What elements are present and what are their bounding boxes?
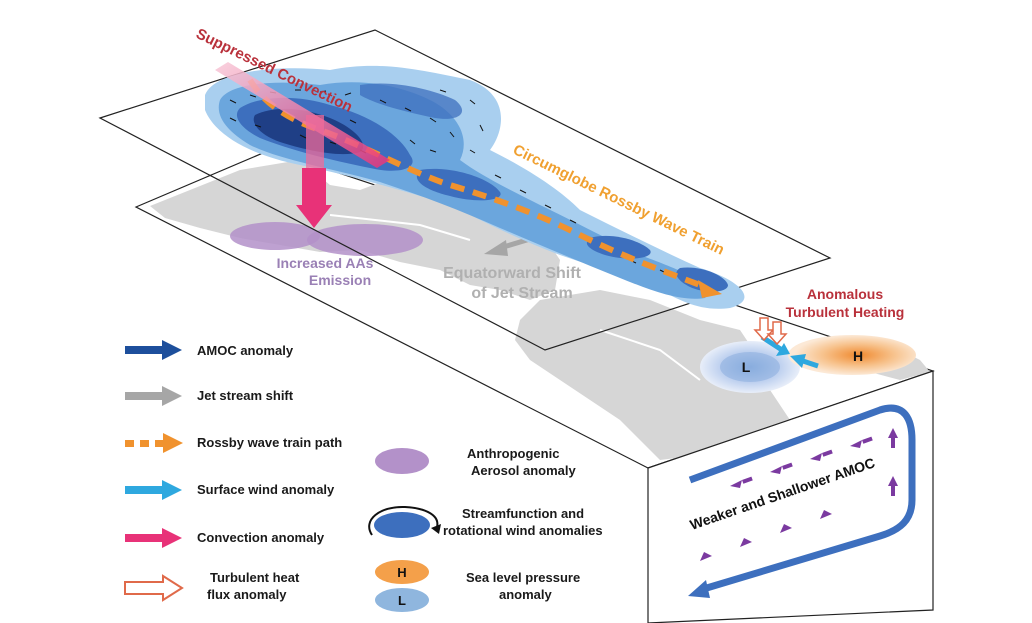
legend-h: H xyxy=(397,565,406,580)
rossby-wave-path xyxy=(247,78,722,298)
legend-rossby-swatch xyxy=(125,433,183,453)
legend-l: L xyxy=(398,593,406,608)
legend-surface-wind-swatch xyxy=(125,480,182,500)
legend-slp-line1: Sea level pressure xyxy=(466,570,580,585)
legend-h-swatch xyxy=(375,560,429,584)
label-aas-line2: Emission xyxy=(309,272,371,288)
legend-surface-wind: Surface wind anomaly xyxy=(197,482,335,497)
legend-turbulent-line2: flux anomaly xyxy=(207,587,287,602)
label-heating-line2: Turbulent Heating xyxy=(786,304,905,320)
legend-turbulent-swatch xyxy=(124,574,184,602)
legend-stream-swatch xyxy=(368,505,441,538)
amoc-box: Weaker and Shallower AMOC xyxy=(647,370,934,623)
convection-beam xyxy=(215,62,390,228)
turbulent-heat-arrows xyxy=(753,317,788,346)
legend-turbulent-line1: Turbulent heat xyxy=(210,570,300,585)
label-jet-line2: of Jet Stream xyxy=(471,285,572,302)
legend-aerosol-line2: Aerosol anomaly xyxy=(471,463,577,478)
legend-jet: Jet stream shift xyxy=(197,388,294,403)
label-jet-line1: Equatorward Shift xyxy=(443,265,581,282)
legend-slp-line2: anomaly xyxy=(499,587,553,602)
legend-stream-line2: rotational wind anomalies xyxy=(443,523,603,538)
high-pressure xyxy=(788,335,916,375)
legend-amoc-swatch xyxy=(125,340,182,360)
upper-plane xyxy=(98,29,832,351)
legend-stream-line1: Streamfunction and xyxy=(462,506,584,521)
legend-aerosol-line1: Anthropogenic xyxy=(467,446,559,461)
legend-aerosol-swatch xyxy=(375,448,429,474)
label-heating-line1: Anomalous xyxy=(807,286,883,302)
legend-rossby: Rossby wave train path xyxy=(197,435,342,450)
legend: AMOC anomaly Jet stream shift Rossby wav… xyxy=(124,340,603,612)
aerosol-anomaly xyxy=(230,222,423,256)
label-low: L xyxy=(742,359,751,375)
land-north-america xyxy=(515,290,790,460)
low-pressure xyxy=(700,341,800,393)
legend-l-swatch xyxy=(375,588,429,612)
legend-convection: Convection anomaly xyxy=(197,530,325,545)
legend-amoc: AMOC anomaly xyxy=(197,343,294,358)
legend-convection-swatch xyxy=(125,528,182,548)
legend-jet-swatch xyxy=(125,386,182,406)
label-aas-line1: Increased AAs xyxy=(277,255,374,271)
label-high: H xyxy=(853,348,863,364)
